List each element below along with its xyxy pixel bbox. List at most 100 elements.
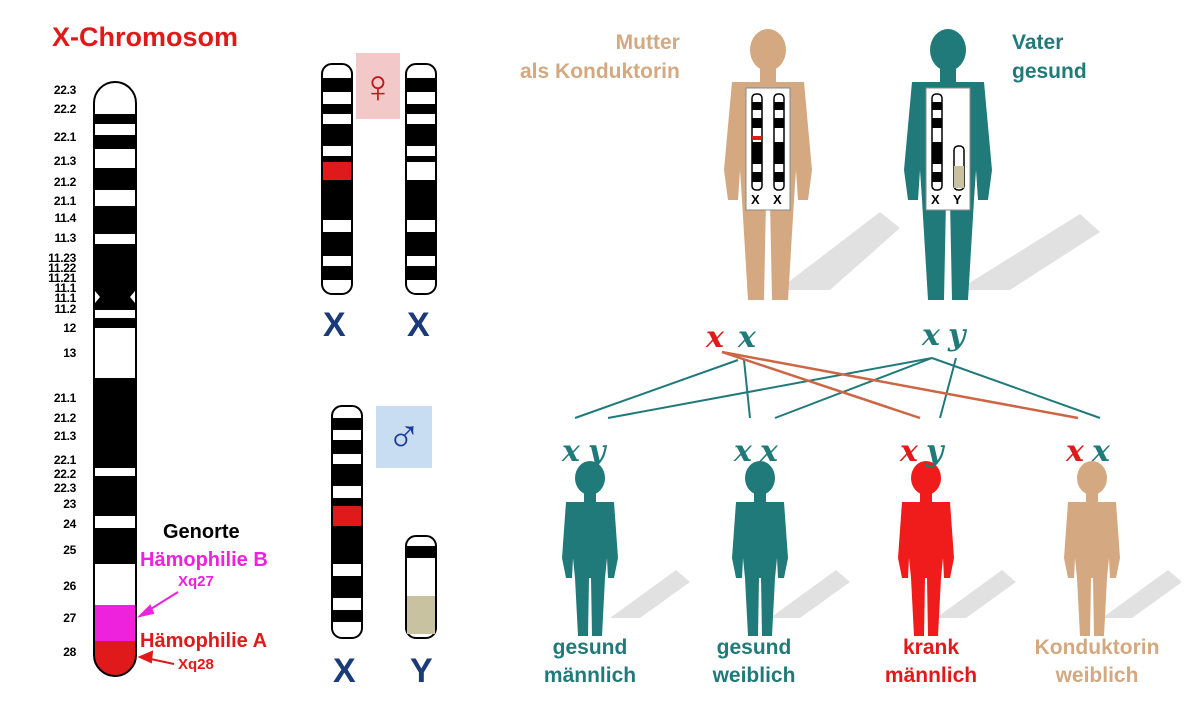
child-label-line2: weiblich (1055, 664, 1139, 687)
band-label: 22.2 (53, 102, 76, 116)
band-label: 21.1 (53, 194, 76, 208)
band-label: 22.1 (53, 130, 76, 144)
child3-allele-2: y (926, 434, 944, 469)
child-figure-carrier-female (1064, 461, 1120, 636)
female-symbol-icon: ♀ (360, 60, 396, 112)
chromosome-band (94, 114, 136, 124)
haemophilie-b-label: Hämophilie B (140, 549, 268, 571)
band-label: 21.2 (53, 175, 76, 189)
female-x-chromosome-right (405, 63, 437, 295)
child-shadow (610, 570, 690, 618)
xq28-arrow (137, 650, 175, 665)
chromosome-band (94, 206, 136, 234)
child-label-line2: männlich (543, 664, 637, 687)
band-label: 21.3 (53, 154, 76, 168)
chromosome-band (94, 378, 136, 468)
locus-xq27-band (94, 605, 136, 641)
father-shadow (958, 214, 1100, 290)
child-label-line1: Konduktorin (1034, 636, 1160, 659)
band-label: 11.22 (48, 261, 76, 275)
band-label: 26 (63, 579, 76, 593)
chromosome-band (94, 270, 136, 310)
child4-allele-2: x (1092, 434, 1110, 469)
band-label: 21.3 (53, 429, 76, 443)
child-label-carrier-female: Konduktorin weiblich (1012, 634, 1182, 690)
chromosome-band (94, 528, 136, 564)
band-label: 11.3 (54, 231, 77, 245)
father-card-label-1: X (931, 192, 940, 207)
band-label: 24 (63, 517, 76, 531)
red-inheritance-lines (721, 350, 1079, 420)
child-label-healthy-male: gesund männlich (505, 634, 675, 690)
father-label-line1: Vater (1012, 31, 1064, 54)
chromosome-band (94, 244, 136, 270)
band-label: 28 (63, 645, 76, 659)
father-card-label-2: Y (953, 192, 962, 207)
chromosome-band (94, 318, 136, 328)
band-label: 22.3 (53, 83, 76, 97)
male-symbol-icon: ♂ (386, 410, 422, 462)
band-label: 11.4 (54, 211, 77, 225)
child2-allele-2: x (760, 434, 778, 469)
father-label: Vater gesund (1012, 28, 1087, 86)
child-shadow (1102, 570, 1182, 618)
child1-allele-1: x (562, 434, 580, 469)
mother-allele-affected: x (706, 320, 724, 355)
band-label: 22.3 (53, 481, 76, 495)
father-allele-y: y (948, 318, 966, 353)
male-y-chromosome (405, 535, 437, 639)
female-left-chromosome-label: X (323, 306, 346, 344)
mother-card-label-1: X (751, 192, 760, 207)
xq27-arrow (136, 591, 179, 618)
mother-label-line2: als Konduktorin (520, 60, 680, 83)
child-label-line1: krank (902, 636, 960, 659)
mother-karyotype-card (745, 87, 791, 211)
child-figure-sick-male (898, 461, 954, 636)
band-label: 21.1 (53, 391, 76, 405)
female-right-chromosome-label: X (407, 306, 430, 344)
child1-allele-2: y (588, 434, 606, 469)
child-figure-healthy-male (562, 461, 618, 636)
band-label: 11.21 (48, 271, 76, 285)
band-label: 11.1 (54, 281, 77, 295)
mother-allele-healthy: x (738, 320, 756, 355)
male-symbol-box (376, 406, 432, 468)
chromosome-band (94, 476, 136, 516)
band-label: 27 (63, 611, 76, 625)
father-label-line2: gesund (1012, 60, 1087, 83)
chromosome-band (94, 168, 136, 190)
mother-card-label-2: X (773, 192, 782, 207)
child3-allele-1: x (900, 434, 918, 469)
mother-label: Mutter als Konduktorin (520, 28, 680, 86)
band-label: 22.1 (53, 453, 76, 467)
child-label-line1: gesund (552, 636, 628, 659)
child2-allele-1: x (734, 434, 752, 469)
band-label: 11.23 (48, 251, 76, 265)
band-label: 11.1 (54, 291, 77, 305)
child-label-healthy-female: gesund weiblich (669, 634, 839, 690)
child-label-line2: männlich (884, 664, 978, 687)
chromosome-band (94, 135, 136, 149)
band-label: 13 (63, 346, 76, 360)
child-shadow (936, 570, 1016, 618)
female-symbol-box (356, 53, 400, 119)
child-shadow (770, 570, 850, 618)
haemophilie-a-label: Hämophilie A (140, 630, 268, 652)
male-y-chromosome-label: Y (410, 652, 433, 690)
band-label: 25 (63, 543, 76, 557)
father-karyotype-card (925, 87, 971, 211)
band-label: 12 (63, 321, 76, 335)
male-x-chromosome-label: X (333, 652, 356, 690)
child-label-line1: gesund (716, 636, 792, 659)
band-label: 11.2 (54, 302, 77, 316)
teal-inheritance-lines (574, 357, 1101, 419)
female-x-chromosome-left (321, 63, 353, 295)
mother-label-line1: Mutter (615, 31, 680, 54)
male-x-chromosome (331, 405, 363, 639)
page-title: X-Chromosom (52, 22, 239, 52)
child4-allele-1: x (1066, 434, 1084, 469)
child-label-line2: weiblich (712, 664, 796, 687)
